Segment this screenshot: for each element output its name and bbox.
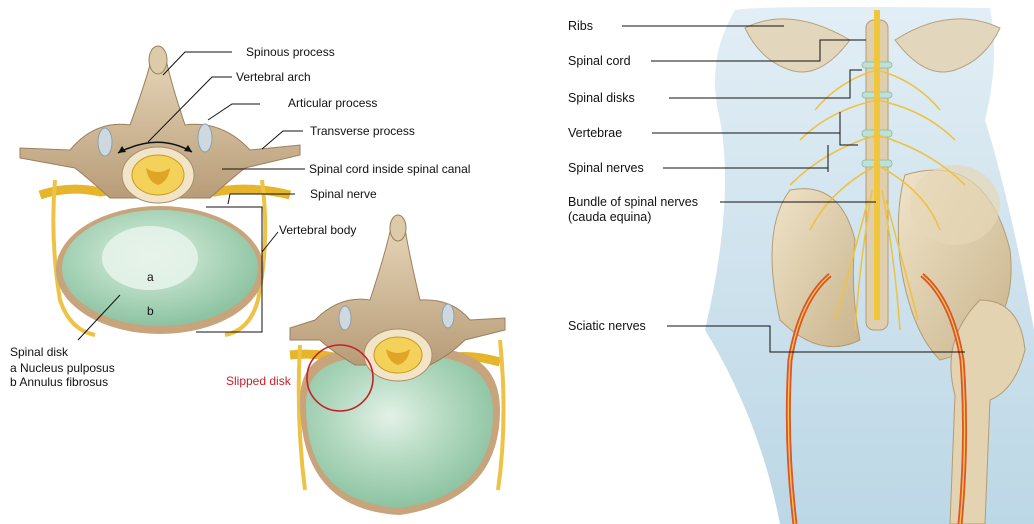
label-spinal-nerve: Spinal nerve [310,187,377,201]
label-marker-b: b [147,304,154,318]
label-spinal-cord-canal: Spinal cord inside spinal canal [309,162,470,176]
label-ribs: Ribs [568,19,593,33]
label-vertebral-body: Vertebral body [279,223,356,237]
label-spinal-disks: Spinal disks [568,91,635,105]
label-annulus-fibrosus: b Annulus fibrosus [10,375,108,389]
slipped-disk-view [290,215,505,515]
label-spinal-cord: Spinal cord [568,54,631,68]
label-cauda-equina: (cauda equina) [568,210,651,224]
label-spinal-disk: Spinal disk [10,345,69,359]
back-anatomy-view [705,7,1034,524]
label-marker-a: a [147,270,154,284]
label-transverse-process: Transverse process [310,124,415,138]
label-nucleus-pulposus: a Nucleus pulposus [10,361,115,375]
label-spinal-nerves: Spinal nerves [568,161,644,175]
label-vertebrae: Vertebrae [568,126,622,140]
vertebra-top-view [20,46,300,335]
label-vertebral-arch: Vertebral arch [236,70,311,84]
right-labels: Ribs Spinal cord Spinal disks Vertebrae … [568,19,698,333]
label-spinous-process: Spinous process [246,45,335,59]
label-slipped-disk: Slipped disk [226,374,292,388]
label-sciatic-nerves: Sciatic nerves [568,319,646,333]
label-articular-process: Articular process [288,96,377,110]
label-bundle-spinal-nerves: Bundle of spinal nerves [568,195,698,209]
